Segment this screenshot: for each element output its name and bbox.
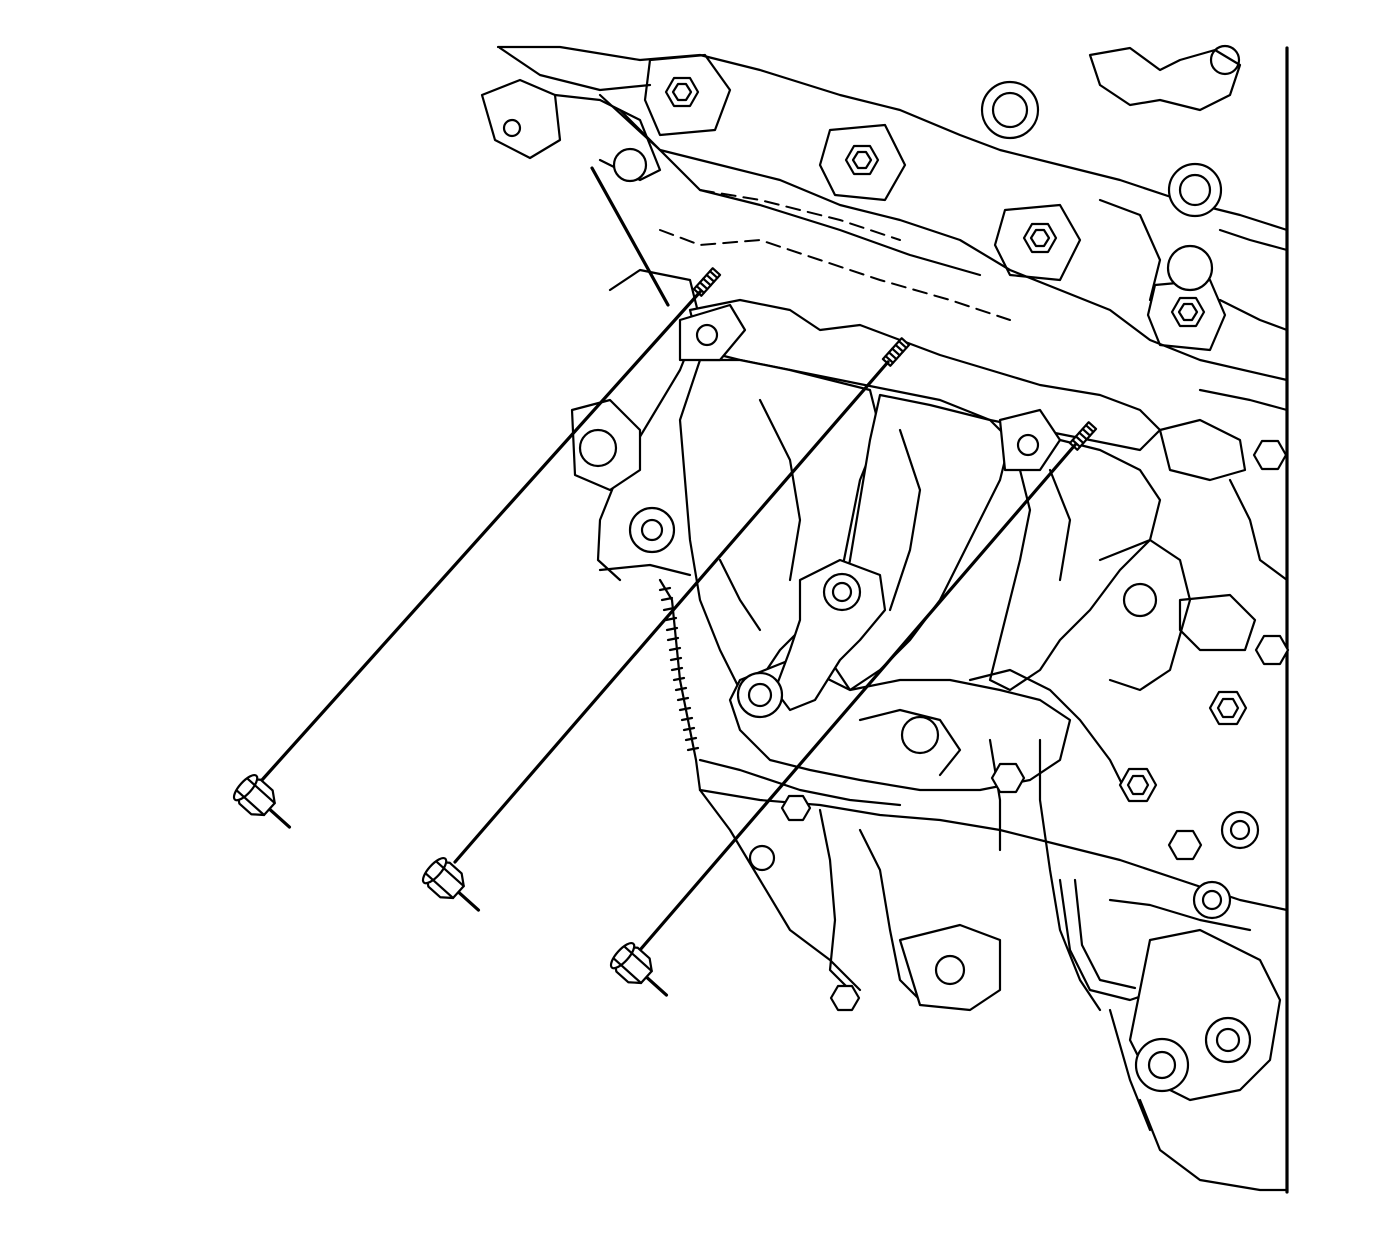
engine-lower-block	[698, 418, 1290, 1192]
manifold-nut	[232, 773, 292, 829]
manifold-nuts	[232, 773, 669, 997]
flywheel-teeth	[658, 586, 700, 752]
exhaust-manifold	[678, 298, 1162, 792]
assembly-leader-lines	[260, 290, 1077, 952]
manifold-nut	[609, 941, 669, 997]
manifold-nut	[421, 856, 481, 912]
valve-cover-bolts	[664, 76, 1206, 328]
engine-block	[480, 44, 1289, 1194]
engine-front-cover	[570, 268, 902, 992]
